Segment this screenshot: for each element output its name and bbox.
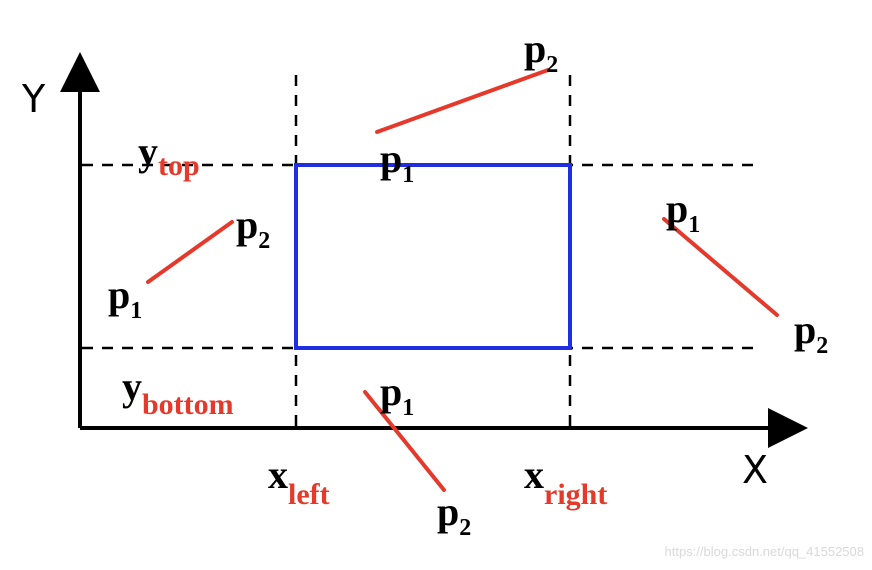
segment-right — [662, 217, 779, 317]
x-right-label: xright — [524, 452, 607, 511]
segment-top — [375, 68, 550, 134]
bottom-p1-label: p1 — [380, 369, 414, 421]
left-p1-label: p1 — [108, 272, 142, 324]
right-p2-label: p2 — [794, 307, 828, 359]
y-axis-label: Y — [21, 77, 46, 121]
left-p2-label: p2 — [236, 202, 270, 254]
x-axis-label: X — [742, 448, 768, 492]
top-p1-label: p1 — [380, 136, 414, 188]
right-p1-label: p1 — [666, 186, 700, 238]
segment-bottom — [363, 390, 446, 492]
segment-left — [146, 220, 234, 284]
top-p2-label: p2 — [524, 26, 558, 78]
bottom-p2-label: p2 — [437, 489, 471, 541]
y-bottom-label: ybottom — [122, 364, 234, 421]
y-top-label: ytop — [138, 129, 200, 182]
x-left-label: xleft — [268, 452, 330, 511]
watermark-text: https://blog.csdn.net/qq_41552508 — [665, 544, 865, 559]
clip-window-rect — [294, 163, 572, 350]
